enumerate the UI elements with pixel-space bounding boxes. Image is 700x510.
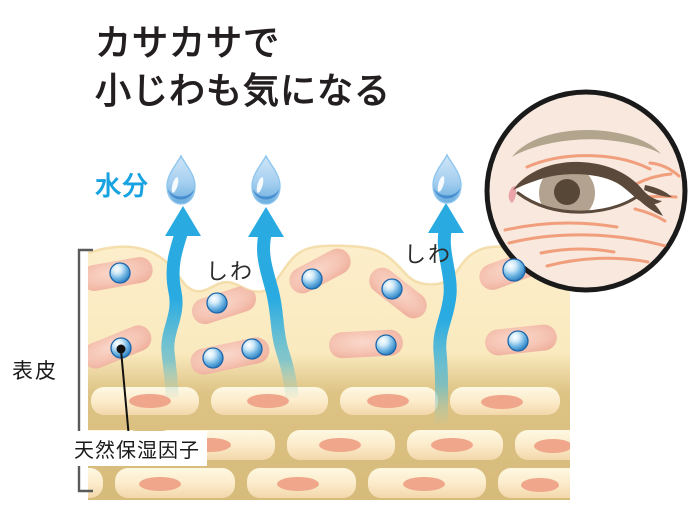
water-droplet-icon [166, 154, 196, 205]
wrinkled-eye-magnifier [484, 89, 688, 293]
title-line-2: 小じわも気になる [95, 71, 392, 112]
nmf-label: 天然保湿因子 [67, 431, 207, 466]
nmf-sphere [502, 258, 526, 282]
epidermis-bracket [77, 248, 93, 493]
moisture-escape-arrow [161, 206, 201, 399]
water-droplets [166, 153, 462, 205]
water-droplet-icon [432, 153, 462, 204]
nmf-pointer-line [116, 344, 130, 439]
moisture-escape-arrow [248, 207, 299, 399]
upper-eyelid [513, 161, 662, 205]
skin-surface-line [87, 244, 571, 293]
eyelash [644, 185, 672, 197]
eyelash [637, 192, 663, 216]
moisture-label: 水分 [95, 172, 150, 202]
water-droplet-icon [251, 154, 281, 205]
lower-eyelid-line [516, 191, 644, 214]
epidermis-label: 表皮 [12, 359, 58, 383]
wrinkle-lines [503, 154, 681, 268]
title-line-1: カサカサで [95, 23, 281, 64]
wrinkle-label-1: しわ [206, 260, 255, 285]
page-title: カサカサで 小じわも気になる [95, 20, 391, 116]
moisture-escape-arrow [428, 203, 464, 425]
tear-duct [508, 186, 516, 203]
pupil [554, 179, 580, 205]
nmf-sphere [109, 262, 529, 369]
eyebrow [512, 129, 661, 157]
skin-cells-group [88, 248, 557, 375]
moisture-escape-arrows [161, 203, 464, 425]
wrinkle-label-2: しわ [404, 243, 453, 268]
